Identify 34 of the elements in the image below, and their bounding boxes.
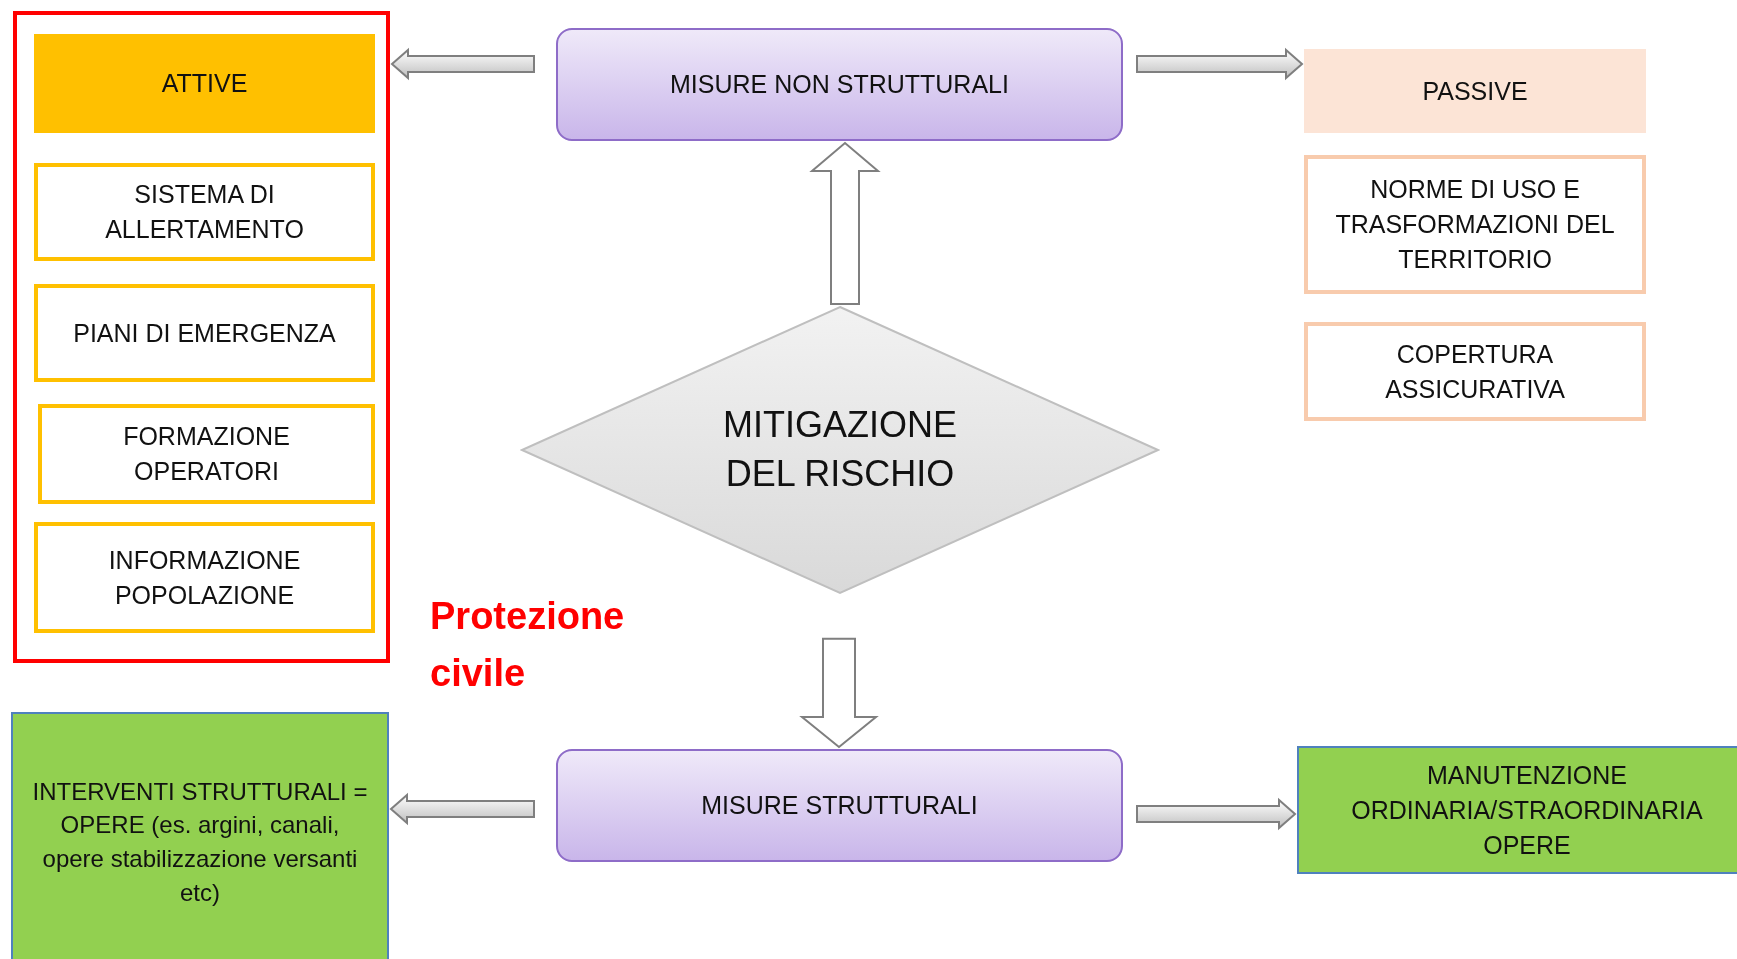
box-label: INFORMAZIONE POPOLAZIONE [107,544,302,611]
measure-box [34,284,375,382]
box-label: FORMAZIONE OPERATORI [122,421,291,487]
block-arrow [390,47,535,81]
box-label: INTERVENTI STRUTTURALI = OPERE (es. argini, canali, opere stabilizzazione versanti etc) [31,776,369,908]
measure-box [1304,155,1646,294]
block-arrow [1136,47,1304,81]
measure-box [34,163,375,261]
process-box [556,28,1123,141]
block-arrow [389,792,535,826]
box-label: PIANI DI EMERGENZA [73,317,336,349]
process-box [11,712,389,959]
box-label: SISTEMA DI ALLERTAMENTO [104,179,305,245]
box-label: NORME DI USO E TRASFORMAZIONI DEL TERRITORIO [1334,174,1616,275]
group-frame [13,11,390,663]
box-label: MISURE NON STRUTTURALI [670,69,1009,100]
box-label: ATTIVE [161,68,248,99]
measure-box [34,522,375,633]
box-label: COPERTURA ASSICURATIVA [1384,338,1566,405]
process-box [1297,746,1737,874]
category-box [34,34,375,133]
note-text: Protezione civile [430,594,626,696]
box-label: PASSIVE [1422,75,1528,107]
decision-diamond [520,305,1160,595]
diamond-label: MITIGAZIONE DEL RISCHIO [722,403,958,496]
category-box [1304,49,1646,133]
measure-box [1304,322,1646,421]
block-arrow [799,637,879,749]
box-label: MISURE STRUTTURALI [701,790,978,821]
process-box [556,749,1123,862]
box-label: MANUTENZIONE ORDINARIA/STRAORDINARIA OPERE [1350,759,1704,861]
block-arrow [809,141,881,305]
block-arrow [1136,797,1297,831]
measure-box [38,404,375,504]
